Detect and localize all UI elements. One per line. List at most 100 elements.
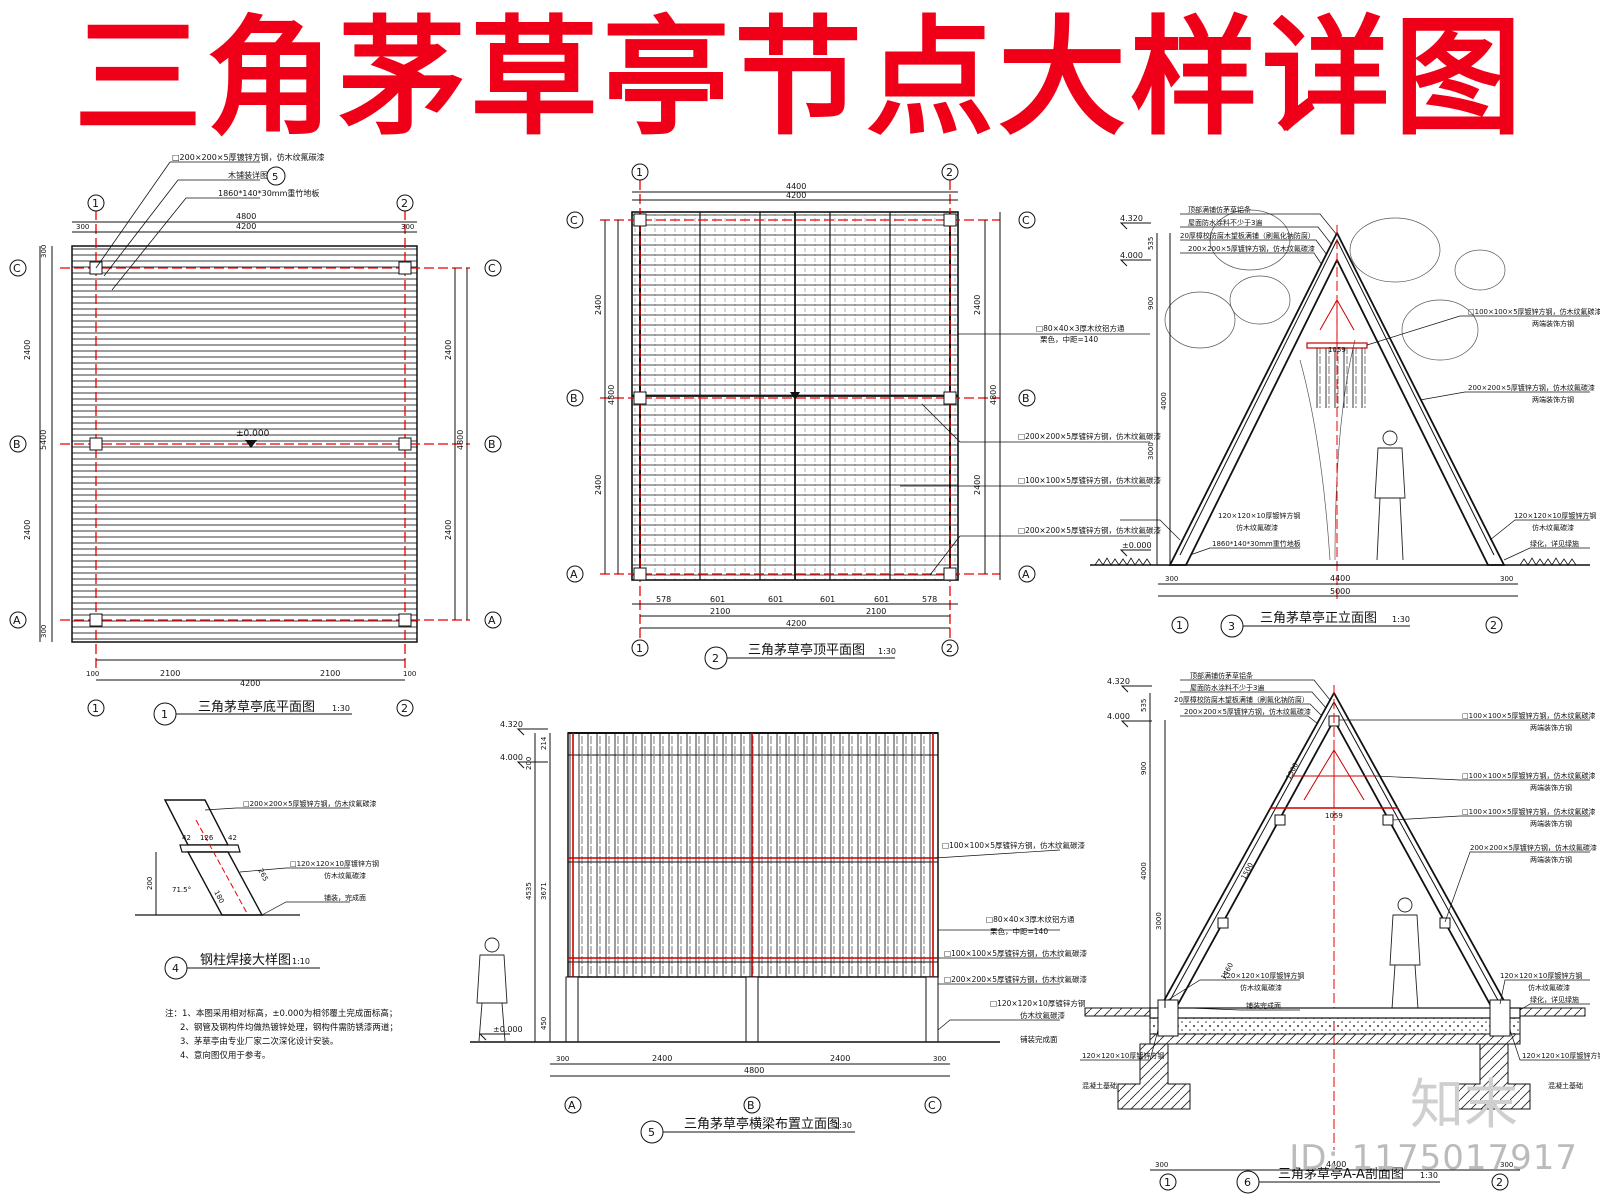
svg-text:1: 1 (636, 166, 643, 179)
svg-text:120×120×10厚镀锌方钢: 120×120×10厚镀锌方钢 (1082, 1051, 1164, 1060)
svg-text:4.000: 4.000 (1120, 251, 1143, 260)
svg-text:□100×100×5厚镀锌方钢，仿木纹氟碳漆: □100×100×5厚镀锌方钢，仿木纹氟碳漆 (944, 948, 1088, 958)
svg-text:4800: 4800 (456, 430, 465, 450)
svg-text:4.000: 4.000 (1107, 712, 1130, 721)
svg-text:B: B (570, 392, 578, 405)
svg-text:4.320: 4.320 (500, 720, 523, 729)
svg-text:2: 2 (946, 642, 953, 655)
svg-text:2400: 2400 (444, 340, 453, 360)
svg-text:3000: 3000 (1147, 442, 1155, 460)
svg-text:4400: 4400 (1326, 1160, 1346, 1169)
svg-text:126: 126 (200, 834, 214, 842)
svg-text:200×200×5厚镀锌方钢，仿木纹氟碳漆: 200×200×5厚镀锌方钢，仿木纹氟碳漆 (1184, 707, 1311, 716)
svg-text:300: 300 (1165, 575, 1178, 583)
svg-text:120×120×10厚镀锌方钢: 120×120×10厚镀锌方钢 (1522, 1051, 1600, 1060)
svg-text:□100×100×5厚镀锌方钢，仿木纹氟碳漆: □100×100×5厚镀锌方钢，仿木纹氟碳漆 (1468, 307, 1600, 316)
svg-text:4400: 4400 (786, 182, 806, 191)
view-1-title: 三角茅草亭底平面图 (198, 699, 315, 715)
svg-text:450: 450 (540, 1017, 548, 1030)
svg-text:2400: 2400 (23, 340, 32, 360)
svg-text:200: 200 (525, 757, 533, 770)
svg-text:两端装饰方钢: 两端装饰方钢 (1530, 855, 1572, 864)
svg-text:顶部满铺仿茅草铝条: 顶部满铺仿茅草铝条 (1188, 205, 1251, 214)
svg-text:200×200×5厚镀锌方钢，仿木纹氟碳漆: 200×200×5厚镀锌方钢，仿木纹氟碳漆 (1470, 843, 1597, 852)
svg-text:仿木纹氟碳漆: 仿木纹氟碳漆 (1532, 523, 1574, 532)
svg-text:仿木纹氟碳漆: 仿木纹氟碳漆 (1240, 983, 1282, 992)
page-title: 三角茅草亭节点大样详图 (73, 4, 1526, 153)
svg-text:2: 2 (946, 166, 953, 179)
svg-text:□200×200×5厚镀锌方钢，仿木纹氟碳漆: □200×200×5厚镀锌方钢，仿木纹氟碳漆 (1018, 431, 1162, 441)
svg-text:4.320: 4.320 (1107, 677, 1130, 686)
svg-text:2400: 2400 (973, 295, 982, 315)
view-6-section-aa: 4.320 4.000 535 900 4000 3000 1460 1500 … (1080, 671, 1600, 1194)
svg-text:A: A (568, 1099, 576, 1112)
svg-text:300: 300 (556, 1055, 569, 1063)
svg-text:300: 300 (1500, 1161, 1513, 1169)
svg-text:2400: 2400 (973, 475, 982, 495)
svg-text:C: C (1022, 214, 1030, 227)
svg-text:300: 300 (401, 223, 414, 231)
svg-text:4535: 4535 (525, 882, 533, 900)
svg-text:□120×120×10厚镀锌方钢: □120×120×10厚镀锌方钢 (290, 859, 379, 868)
svg-text:2400: 2400 (444, 520, 453, 540)
svg-text:1: 1 (92, 702, 99, 715)
svg-text:4200: 4200 (236, 222, 256, 231)
svg-text:□80×40×3厚木纹铝方通: □80×40×3厚木纹铝方通 (986, 914, 1075, 924)
svg-text:601: 601 (768, 595, 783, 604)
svg-text:900: 900 (1140, 762, 1148, 775)
svg-text:300: 300 (40, 245, 48, 258)
svg-text:2400: 2400 (23, 520, 32, 540)
svg-text:1:10: 1:10 (292, 957, 310, 966)
svg-text:900: 900 (1147, 297, 1155, 310)
svg-text:□100×100×5厚镀锌方钢，仿木纹氟碳漆: □100×100×5厚镀锌方钢，仿木纹氟碳漆 (1462, 711, 1596, 720)
svg-text:4400: 4400 (1330, 574, 1350, 583)
svg-text:□80×40×3厚木纹铝方通: □80×40×3厚木纹铝方通 (1036, 323, 1125, 333)
svg-text:两端装饰方钢: 两端装饰方钢 (1532, 319, 1574, 328)
svg-text:2: 2 (1496, 1176, 1503, 1189)
svg-text:2: 2 (401, 197, 408, 210)
svg-text:±0.000: ±0.000 (493, 1025, 523, 1034)
svg-text:1059: 1059 (1328, 346, 1346, 354)
svg-text:200: 200 (146, 877, 154, 890)
svg-text:4800: 4800 (744, 1066, 764, 1075)
note-3: 4、意向图仅用于参考。 (180, 1050, 270, 1061)
svg-text:120×120×10厚镀锌方钢: 120×120×10厚镀锌方钢 (1500, 971, 1582, 980)
svg-text:2400: 2400 (594, 475, 603, 495)
svg-text:71.5°: 71.5° (172, 886, 191, 894)
svg-text:两端装饰方钢: 两端装饰方钢 (1530, 783, 1572, 792)
svg-text:仿木纹氟碳漆: 仿木纹氟碳漆 (1236, 523, 1278, 532)
svg-text:601: 601 (820, 595, 835, 604)
svg-text:铺装，完成面: 铺装，完成面 (324, 893, 366, 902)
svg-text:两端装饰方钢: 两端装饰方钢 (1530, 819, 1572, 828)
svg-text:2: 2 (401, 702, 408, 715)
svg-text:4200: 4200 (786, 191, 806, 200)
svg-text:2100: 2100 (710, 607, 730, 616)
view-6-title: 三角茅草亭A-A剖面图 (1278, 1166, 1404, 1182)
svg-text:3671: 3671 (540, 882, 548, 900)
svg-text:C: C (13, 262, 21, 275)
svg-text:4: 4 (172, 962, 179, 975)
svg-text:2100: 2100 (320, 669, 340, 678)
svg-text:601: 601 (710, 595, 725, 604)
svg-text:1: 1 (92, 197, 99, 210)
svg-text:200×200×5厚镀锌方钢，仿木纹氟碳漆: 200×200×5厚镀锌方钢，仿木纹氟碳漆 (1468, 383, 1595, 392)
svg-text:B: B (1022, 392, 1030, 405)
svg-text:4.000: 4.000 (500, 753, 523, 762)
svg-text:4200: 4200 (786, 619, 806, 628)
svg-text:5: 5 (648, 1126, 655, 1139)
svg-text:120×120×10厚镀锌方钢: 120×120×10厚镀锌方钢 (1218, 511, 1300, 520)
svg-text:仿木纹氟碳漆: 仿木纹氟碳漆 (1528, 983, 1570, 992)
note-2: 3、茅草亭由专业厂家二次深化设计安装。 (180, 1036, 338, 1047)
view-4-weld-detail: 200 71.5° 126 42 42 180 265 □200×200×5厚镀… (135, 799, 398, 1061)
svg-text:120×120×10厚镀锌方钢: 120×120×10厚镀锌方钢 (1222, 971, 1304, 980)
svg-text:42: 42 (182, 834, 191, 842)
view-3-front-elevation: 4.320 4.000 ±0.000 535 900 3000 4000 105… (1090, 205, 1600, 638)
svg-text:100: 100 (86, 670, 99, 678)
svg-text:混凝土基础: 混凝土基础 (1548, 1081, 1583, 1090)
view-5-title: 三角茅草亭横梁布置立面图 (684, 1116, 840, 1132)
svg-text:4800: 4800 (989, 385, 998, 405)
svg-text:1: 1 (1164, 1176, 1171, 1189)
svg-text:4200: 4200 (240, 679, 260, 688)
svg-text:C: C (488, 262, 496, 275)
